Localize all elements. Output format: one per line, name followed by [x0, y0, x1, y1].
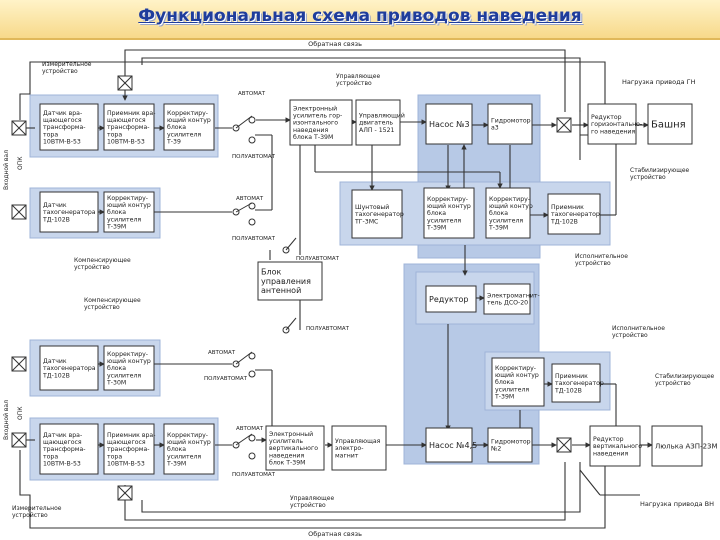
- block-em-amp: Электромагнит-тель ДСО-20: [483, 283, 540, 315]
- block-label-em-amp: Электромагнит-тель ДСО-20: [487, 293, 540, 307]
- title-bar: Функциональная схема приводов наведения: [0, 0, 720, 40]
- label-input-bottom: Входной вал: [3, 400, 10, 440]
- label-opk-bottom: ОПК: [17, 406, 24, 420]
- block-label-pump-top: Насос №3: [429, 120, 470, 129]
- switch-label-semi1: ПОЛУАВТОМАТ: [232, 154, 276, 160]
- block-turret: Башня: [647, 103, 693, 145]
- block-pump-top: Насос №3: [425, 103, 473, 145]
- switch-label-semi-mid-bottom: ПОЛУАВТОМАТ: [306, 326, 350, 332]
- switch-label-semi-mid-top: ПОЛУАВТОМАТ: [296, 256, 340, 262]
- page-title: Функциональная схема приводов наведения: [138, 6, 582, 26]
- switch-label-semi2: ПОЛУАВТОМАТ: [232, 236, 276, 242]
- block-reductor: Редуктор: [425, 285, 477, 313]
- label-feedback-bottom: Обратная связь: [308, 530, 362, 538]
- switch-label-semi4: ПОЛУАВТОМАТ: [232, 472, 276, 478]
- label-input-top: Входной вал: [3, 150, 10, 190]
- block-label-antenna: Люлька АЗП-23М: [655, 442, 718, 450]
- label-load-vn: Нагрузка привода ВН: [640, 500, 714, 508]
- wiring: [19, 49, 653, 529]
- switch-contacts: [232, 115, 297, 460]
- switch-label-auto1: АВТОМАТ: [238, 91, 266, 97]
- block-label-pump-bottom: Насос №4,5: [429, 441, 477, 450]
- switch-label-semi3: ПОЛУАВТОМАТ: [204, 376, 248, 382]
- label-load-gn: Нагрузка привода ГН: [622, 78, 696, 86]
- label-opk-top: ОПК: [17, 156, 24, 170]
- switch-label-auto3: АВТОМАТ: [208, 350, 236, 356]
- switch-label-auto2: АВТОМАТ: [236, 196, 264, 202]
- label-feedback-top: Обратная связь: [308, 40, 362, 48]
- block-pump-bottom: Насос №4,5: [425, 427, 477, 463]
- block-label-turret: Башня: [651, 120, 686, 131]
- cross-symbols: [11, 75, 572, 501]
- block-antenna: Люлька АЗП-23М: [651, 425, 718, 467]
- switch-label-auto4: АВТОМАТ: [236, 426, 264, 432]
- block-label-reductor: Редуктор: [429, 295, 468, 304]
